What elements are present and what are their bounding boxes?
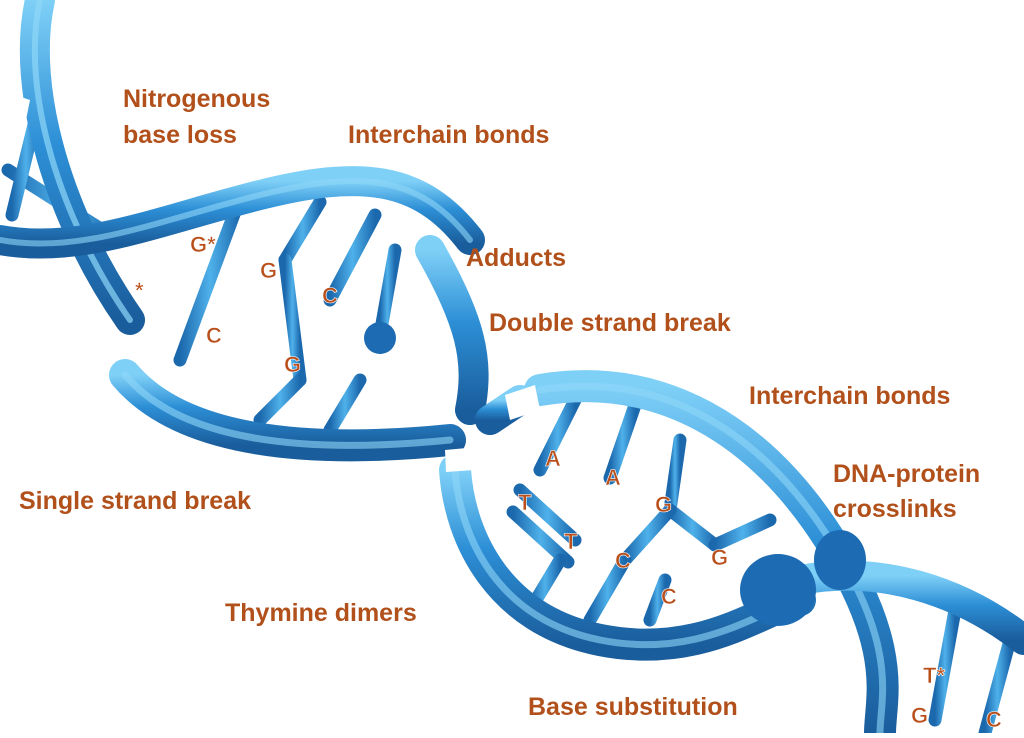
- label-base-substitution: Base substitution: [528, 693, 738, 721]
- base-letter: *: [135, 278, 144, 303]
- label-interchain-bonds-top: Interchain bonds: [348, 121, 550, 149]
- label-base-loss-line2: base loss: [123, 121, 237, 149]
- base-letter: G: [655, 492, 672, 517]
- label-adducts: Adducts: [466, 244, 566, 272]
- strand-segment: [19, 0, 145, 335]
- protein-crosslink-blob: [814, 530, 866, 590]
- rung: [708, 513, 777, 552]
- base-letter: A: [605, 465, 621, 490]
- strand-segment: [415, 235, 489, 425]
- base-letters: G* * G C C G A A T T G C G C T* G C: [135, 232, 1003, 733]
- strand-highlight: [121, 371, 454, 449]
- rung: [323, 208, 382, 307]
- base-letter: C: [615, 548, 631, 573]
- base-letter: C: [661, 584, 677, 609]
- base-letter: C: [986, 707, 1002, 732]
- adduct-blob: [364, 322, 396, 354]
- rung: [618, 503, 677, 567]
- strand-highlight: [451, 466, 804, 649]
- protein-crosslink-blob: [740, 554, 816, 626]
- rung: [278, 195, 327, 267]
- base-letter: G: [284, 352, 301, 377]
- double-strand-break-gap: [445, 445, 502, 472]
- base-letter: G: [911, 703, 928, 728]
- label-dna-protein-line2: crosslinks: [833, 495, 957, 523]
- base-letter: T: [564, 529, 578, 554]
- base-letter: G*: [190, 232, 216, 257]
- rung: [373, 243, 402, 342]
- rung: [323, 373, 367, 437]
- rung: [978, 633, 1017, 738]
- label-thymine-dimers: Thymine dimers: [225, 599, 417, 627]
- base-loss-gap: [138, 270, 160, 290]
- base-letter: C: [206, 323, 222, 348]
- rung: [603, 398, 642, 485]
- rung: [663, 433, 687, 517]
- base-letter: C: [322, 283, 338, 308]
- rung: [663, 503, 722, 552]
- label-base-loss-line1: Nitrogenous: [123, 85, 271, 113]
- rung: [513, 483, 582, 547]
- rung: [278, 253, 307, 387]
- rung: [643, 573, 672, 627]
- single-strand-break-gap: [95, 335, 150, 362]
- label-single-strand-break: Single strand break: [19, 487, 252, 515]
- base-letter: G: [711, 545, 728, 570]
- double-strand-break-gap: [505, 385, 540, 420]
- base-letter: G: [260, 258, 277, 283]
- rung: [533, 393, 582, 477]
- label-interchain-bonds-right: Interchain bonds: [749, 382, 951, 410]
- rung: [583, 553, 632, 627]
- strand-highlight: [31, 0, 133, 323]
- strand-highlight: [536, 382, 887, 737]
- base-letter: T*: [923, 663, 945, 688]
- base-loss-gap: [0, 90, 30, 125]
- strand-break-gaps: [0, 90, 540, 472]
- rung: [173, 191, 247, 367]
- label-double-strand-break: Double strand break: [489, 309, 731, 337]
- label-dna-protein-line1: DNA-protein: [833, 460, 981, 488]
- rung: [253, 373, 307, 427]
- strand-highlight: [0, 178, 473, 247]
- base-letter: T: [518, 490, 532, 515]
- rung: [928, 603, 962, 727]
- base-letter: A: [545, 446, 561, 471]
